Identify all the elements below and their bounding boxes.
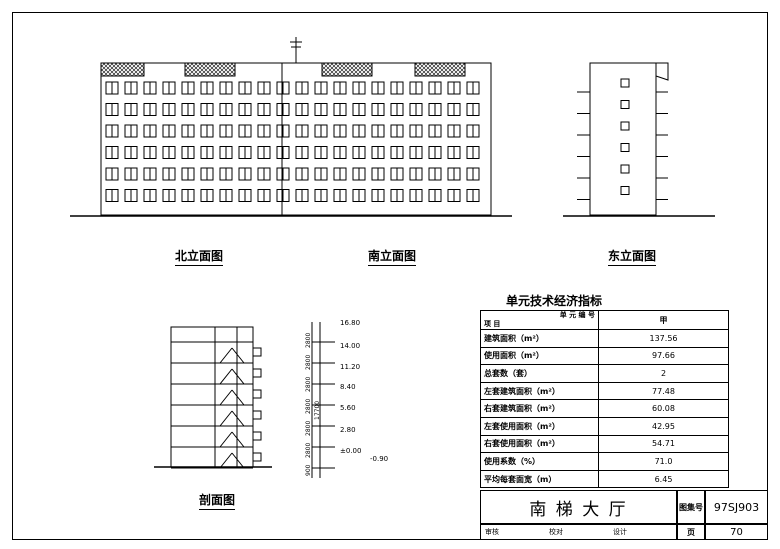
table-row: 左套使用面积（m²）42.95 <box>480 416 729 436</box>
level-label: -0.90 <box>370 455 389 463</box>
check-label: 校对 <box>549 528 563 536</box>
dim-label: 900 <box>305 464 312 476</box>
dim-label: 2800 <box>305 398 312 414</box>
east-elevation-label: 东立面图 <box>608 247 657 266</box>
row-value: 60.08 <box>598 399 729 418</box>
table-row: 建筑面积（m²）137.56 <box>480 329 729 348</box>
row-value: 71.0 <box>598 452 729 471</box>
row-value: 77.48 <box>598 381 729 401</box>
atlas-number: 97SJ903 <box>705 490 768 524</box>
row-value: 137.56 <box>598 329 729 348</box>
dim-total-label: 17700 <box>314 400 321 420</box>
signature-row: 审核 校对 设计 <box>480 524 677 540</box>
north-south-elevation <box>70 37 512 217</box>
row-label: 使用系数（%） <box>480 452 599 471</box>
table-header-cell: 单 元 编 号 项 目 <box>480 310 599 330</box>
review-label: 审核 <box>485 528 499 536</box>
table-row: 左套建筑面积（m²）77.48 <box>480 381 729 401</box>
table-header-row: 单 元 编 号 项 目 甲 <box>480 310 729 330</box>
page-label: 页 <box>677 524 705 540</box>
dim-label: 2800 <box>305 442 312 458</box>
row-label: 左套建筑面积（m²） <box>480 381 599 401</box>
table-title: 单元技术经济指标 <box>506 294 603 308</box>
row-label: 总套数（套） <box>480 364 599 383</box>
level-label: 14.00 <box>340 342 361 350</box>
section-drawing <box>154 322 335 478</box>
table-row: 使用面积（m²）97.66 <box>480 346 729 366</box>
atlas-label: 图集号 <box>677 490 705 524</box>
header-value: 甲 <box>598 310 729 330</box>
table-row: 使用系数（%）71.0 <box>480 452 729 471</box>
table-row: 右套建筑面积（m²）60.08 <box>480 399 729 418</box>
table-row: 右套使用面积（m²）54.71 <box>480 434 729 454</box>
level-label: 11.20 <box>340 363 361 371</box>
section-label: 剖面图 <box>199 491 236 510</box>
dim-label: 2800 <box>305 332 312 348</box>
level-label: ±0.00 <box>340 447 362 455</box>
row-label: 建筑面积（m²） <box>480 329 599 348</box>
level-label: 16.80 <box>340 319 361 327</box>
header-unit: 单 元 编 号 <box>559 311 595 319</box>
row-value: 6.45 <box>598 469 729 489</box>
row-label: 右套建筑面积（m²） <box>480 399 599 418</box>
row-label: 使用面积（m²） <box>480 346 599 366</box>
row-label: 平均每套面宽（m） <box>480 469 599 489</box>
south-elevation-label: 南立面图 <box>368 247 417 266</box>
dim-label: 2800 <box>305 420 312 436</box>
row-value: 97.66 <box>598 346 729 366</box>
design-label: 设计 <box>613 528 627 536</box>
north-elevation-label: 北立面图 <box>175 247 224 266</box>
page-number: 70 <box>705 524 768 540</box>
drawing-name: 南 梯 大 厅 <box>480 490 677 524</box>
level-label: 8.40 <box>340 383 356 391</box>
row-label: 右套使用面积（m²） <box>480 434 599 454</box>
row-value: 2 <box>598 364 729 383</box>
title-block: 南 梯 大 厅 图集号 97SJ903 审核 校对 设计 页 70 <box>480 490 768 540</box>
row-value: 42.95 <box>598 416 729 436</box>
east-elevation <box>563 62 715 217</box>
table-row: 总套数（套）2 <box>480 364 729 383</box>
drawing-frame <box>12 12 768 540</box>
row-value: 54.71 <box>598 434 729 454</box>
level-label: 5.60 <box>340 404 356 412</box>
dim-label: 2800 <box>305 376 312 392</box>
level-label: 2.80 <box>340 426 356 434</box>
table-row: 平均每套面宽（m）6.45 <box>480 469 729 489</box>
row-label: 左套使用面积（m²） <box>480 416 599 436</box>
header-item: 项 目 <box>484 320 501 328</box>
dim-label: 2800 <box>305 354 312 370</box>
